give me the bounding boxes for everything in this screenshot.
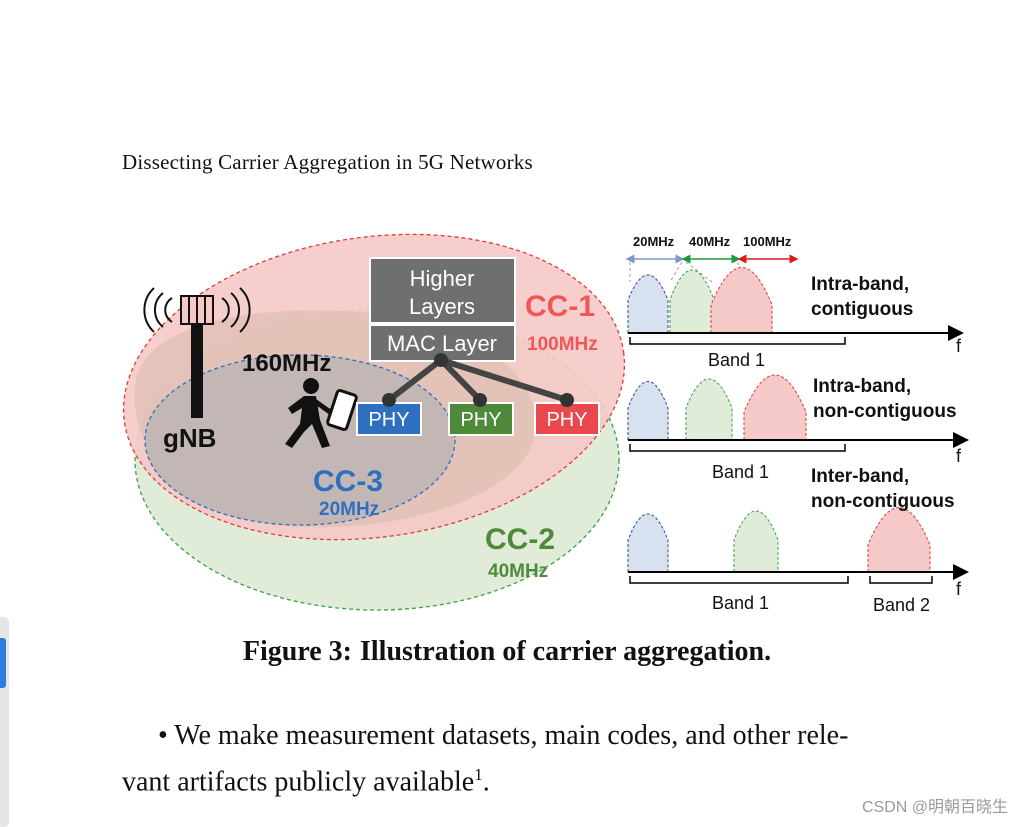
spectrum-row-intra-contiguous [627,267,964,345]
running-header: Dissecting Carrier Aggregation in 5G Net… [122,150,533,174]
body-line-1: • We make measurement datasets, main cod… [158,720,849,751]
spectrum-row-inter-noncontiguous [627,507,969,584]
row3-title-line2: non-contiguous [811,491,955,512]
legend-20mhz: 20MHz [633,234,675,249]
footnote-marker[interactable]: 1 [474,765,483,784]
higher-layers-box [369,257,516,324]
row1-title-line1: Intra-band, [811,274,909,295]
cc2-bandwidth: 40MHz [488,561,548,582]
phy-label-cc3: PHY [368,409,409,431]
row3-band2-label: Band 2 [873,595,930,615]
row2-title-line1: Intra-band, [813,376,911,397]
mac-phy-links [386,357,570,403]
user-with-phone-icon [285,378,358,448]
phy-label-cc2: PHY [460,409,501,431]
aggregate-bandwidth-label: 160MHz [242,350,331,377]
row1-band1-label: Band 1 [708,350,765,370]
body-line-2-end: . [482,766,490,798]
cc3-bandwidth: 20MHz [319,499,379,520]
body-paragraph: • We make measurement datasets, main cod… [122,716,972,801]
row1-title-line2: contiguous [811,299,913,320]
legend-100mhz: 100MHz [743,234,792,249]
mac-layer-label: MAC Layer [387,331,497,356]
phy-node-cc3 [382,393,396,407]
figure-caption-label: Figure 3: [242,636,352,667]
body-line-2: vant artifacts publicly available [122,766,475,798]
phy-label-cc1: PHY [546,409,587,431]
gnb-tower-icon [143,287,251,418]
phy-node-cc1 [560,393,574,407]
row2-axis-f: f [956,446,962,466]
watermark: CSDN @明朝百晓生 [861,799,1008,816]
row3-axis-f: f [956,579,962,599]
row1-axis-f: f [956,336,962,356]
cc1-name: CC-1 [525,290,595,323]
phy-box-cc2 [448,402,514,436]
legend-40mhz: 40MHz [689,234,731,249]
scrollbar-track[interactable] [0,617,9,827]
row2-band1-label: Band 1 [712,462,769,482]
scrollbar-thumb[interactable] [0,638,6,688]
figure-caption-text: Illustration of carrier aggregation. [360,636,772,667]
row2-title-line2: non-contiguous [813,401,957,422]
gnb-label: gNB [163,423,216,453]
higher-layers-line1: Higher [410,266,475,291]
row3-title-line1: Inter-band, [811,466,909,487]
spectrum-row-intra-noncontiguous [627,374,969,452]
higher-layers-line2: Layers [409,294,475,319]
mac-node [434,353,448,367]
phy-node-cc2 [473,393,487,407]
cc3-name: CC-3 [313,465,383,498]
cc3-coverage [144,354,456,526]
cc2-name: CC-2 [485,523,555,556]
cc1-bandwidth: 100MHz [527,334,598,355]
row3-band1-label: Band 1 [712,593,769,613]
figure-caption: Figure 3: Illustration of carrier aggrega… [0,636,1014,668]
carrier-aggregation-figure: gNB 160MHz Higher Layers MAC Layer PHY P… [122,233,969,615]
legend-guides [629,261,741,283]
